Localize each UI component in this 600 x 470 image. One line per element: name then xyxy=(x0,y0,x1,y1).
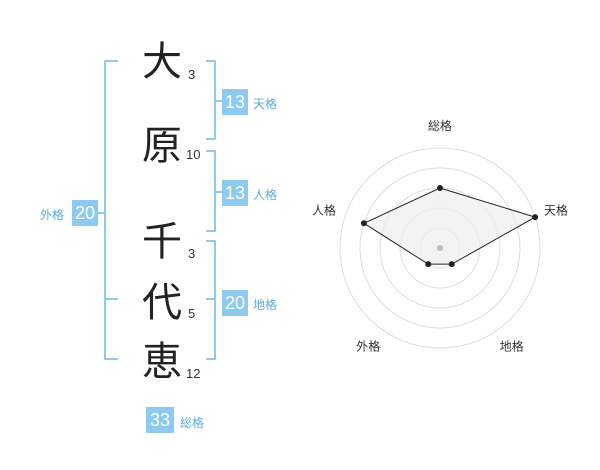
given-char-1: 千 xyxy=(142,219,182,265)
gaikaku-connector xyxy=(96,212,106,214)
surname-char-1-strokes: 3 xyxy=(188,67,196,82)
radar-axis-label: 総格 xyxy=(428,118,452,133)
soukaku-label: 総格 xyxy=(180,416,205,430)
radar-point xyxy=(448,261,455,268)
radar-ring xyxy=(339,147,541,349)
given-char-3-strokes: 12 xyxy=(186,366,201,381)
gaikaku-bracket-tick xyxy=(104,298,118,300)
radar-point xyxy=(360,220,367,227)
given-char-3: 恵 xyxy=(142,339,182,385)
radar-point xyxy=(425,261,432,268)
jinkaku-connector xyxy=(214,191,222,193)
gaikaku-value: 20 xyxy=(72,200,98,226)
radar-area xyxy=(362,187,537,265)
given-char-1-strokes: 3 xyxy=(188,246,196,261)
chikaku-value: 20 xyxy=(222,290,248,316)
gaikaku-label: 外格 xyxy=(40,208,65,222)
jinkaku-label: 人格 xyxy=(253,188,278,202)
radar-axis-label: 外格 xyxy=(356,339,380,354)
surname-char-2: 原 xyxy=(142,123,182,169)
tenkaku-value: 13 xyxy=(222,89,248,115)
tenkaku-connector xyxy=(214,100,222,102)
gaikaku-bracket xyxy=(104,60,118,360)
radar-axis-label: 天格 xyxy=(544,202,568,217)
given-char-2-strokes: 5 xyxy=(188,306,196,321)
surname-char-2-strokes: 10 xyxy=(186,147,201,162)
jinkaku-value: 13 xyxy=(222,180,248,206)
chikaku-bracket xyxy=(206,240,216,360)
radar-center-dot xyxy=(437,245,443,251)
radar-axis-label: 人格 xyxy=(312,202,336,217)
radar-ring xyxy=(359,167,521,329)
radar-point xyxy=(437,185,443,191)
chikaku-tick xyxy=(206,298,216,300)
tenkaku-label: 天格 xyxy=(253,97,278,111)
surname-char-1: 大 xyxy=(142,39,182,85)
given-char-2: 代 xyxy=(142,280,182,326)
chikaku-label: 地格 xyxy=(253,298,278,312)
radar-point xyxy=(532,214,539,221)
radar-axis-label: 地格 xyxy=(500,339,524,354)
soukaku-value: 33 xyxy=(146,407,174,433)
radar-points xyxy=(360,185,539,268)
